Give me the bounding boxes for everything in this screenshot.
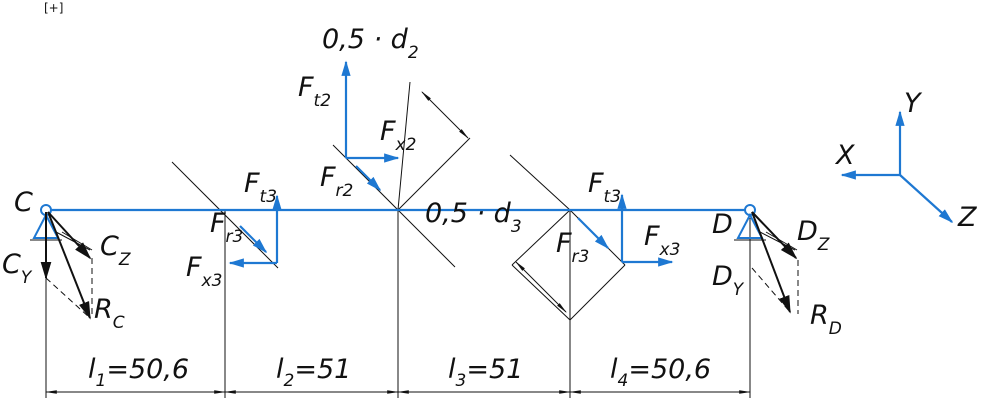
label-rd: RD <box>810 300 842 339</box>
label-d3: 0,5 · d3 <box>425 198 522 237</box>
label-axis-x: X <box>834 140 855 171</box>
label-fr3-left: Fr3 <box>210 208 243 247</box>
dimension-l2: l2=51 <box>276 354 351 391</box>
label-dy: DY <box>712 261 745 300</box>
label-axis-z: Z <box>957 202 977 233</box>
coordinate-axes <box>840 110 954 224</box>
corner-mark: [+] <box>44 1 63 15</box>
gear2-forces <box>341 60 400 192</box>
label-fx2: Fx2 <box>380 116 416 155</box>
label-rc: RC <box>94 294 125 333</box>
dimension-l4: l4=50,6 <box>610 354 711 391</box>
gear3-left-forces <box>228 194 282 268</box>
label-d2: 0,5 · d2 <box>322 24 419 63</box>
dimension-l1: l1=50,6 <box>88 354 189 391</box>
label-ft3-left: Ft3 <box>244 168 277 207</box>
label-d: D <box>712 209 733 240</box>
d3-dimension-arrow <box>515 261 567 313</box>
label-fx3-left: Fx3 <box>186 252 222 291</box>
label-fr3-right: Fr3 <box>556 228 589 267</box>
label-fx3-right: Fx3 <box>644 221 680 260</box>
reactions-d <box>751 211 799 314</box>
reactions-c <box>40 211 93 320</box>
label-ft2: Ft2 <box>298 72 331 111</box>
label-dz: DZ <box>797 216 830 255</box>
gear3-right-forces <box>577 193 674 267</box>
label-c: C <box>14 187 33 218</box>
d2-dimension-arrow <box>421 91 469 139</box>
label-axis-y: Y <box>904 88 923 119</box>
label-cy: CY <box>2 249 33 288</box>
label-ft3-right: Ft3 <box>588 168 621 207</box>
label-fr2: Fr2 <box>320 162 353 201</box>
label-cz: CZ <box>100 231 131 270</box>
dimension-l3: l3=51 <box>448 354 523 391</box>
